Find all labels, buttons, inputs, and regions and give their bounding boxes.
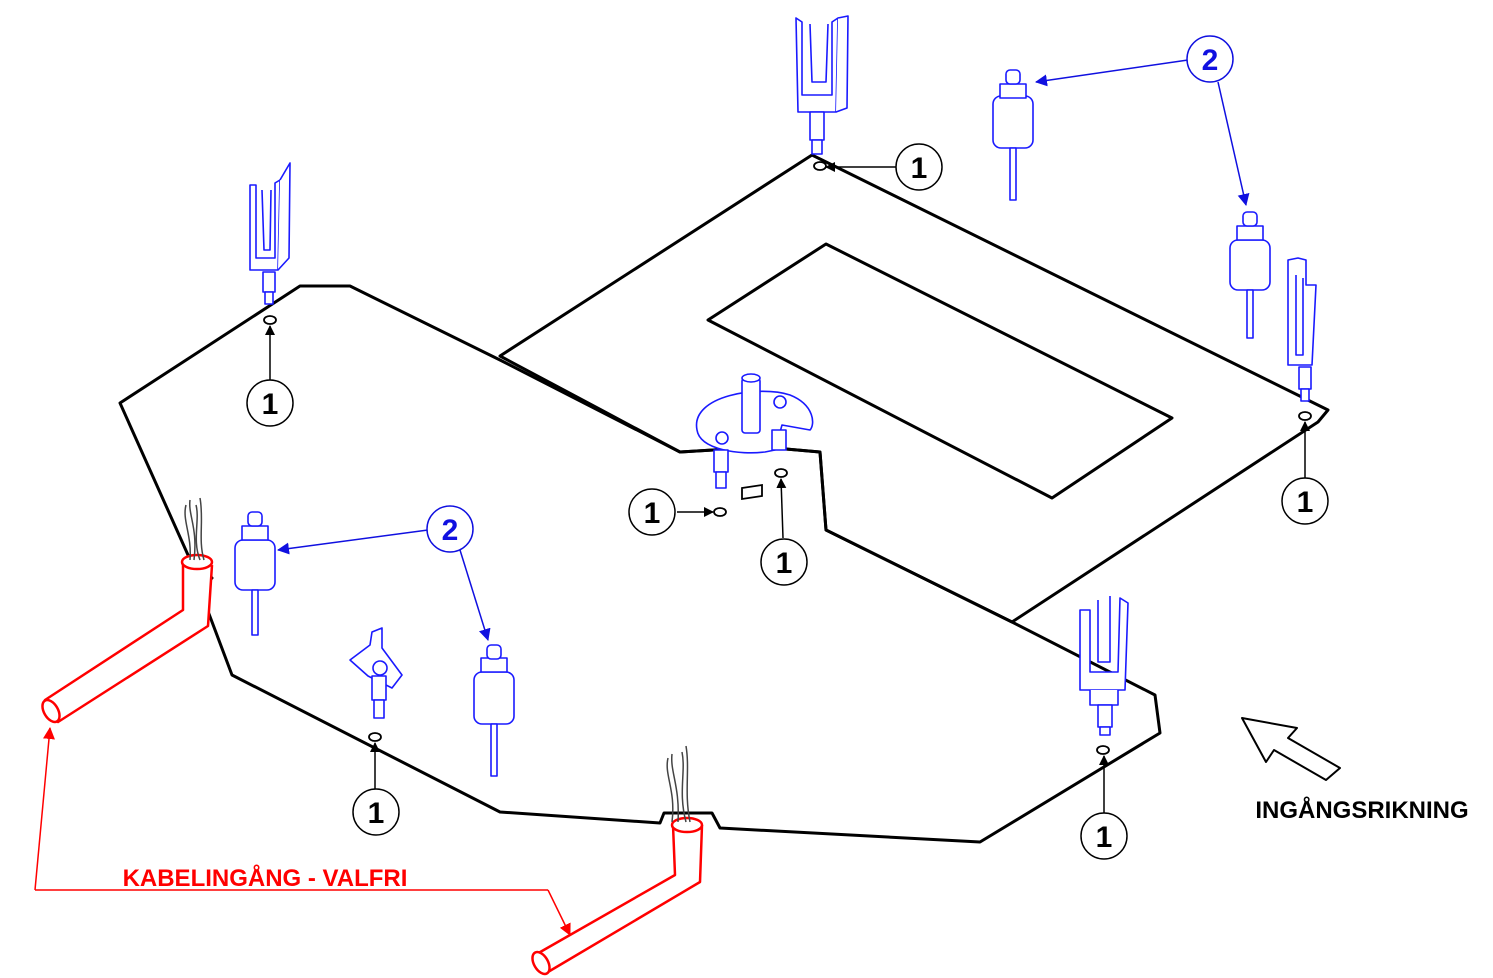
fork-bracket-top [795, 15, 849, 155]
svg-text:1: 1 [776, 547, 793, 580]
svg-text:1: 1 [644, 497, 661, 530]
fork-bracket-bottom-right [1079, 596, 1129, 736]
callout-1-top: 1 [895, 143, 943, 191]
rear-plate-outline [498, 153, 1330, 624]
callouts-2: 2 2 [426, 35, 1234, 553]
svg-text:1: 1 [1096, 821, 1113, 854]
cable-wires [184, 497, 691, 823]
fork-bracket-left [249, 162, 291, 305]
leaders-2 [277, 59, 1250, 641]
hole-center [774, 468, 788, 478]
hole-left [263, 315, 277, 325]
spacer-top-left [992, 69, 1034, 201]
callout-2-bottom: 2 [426, 505, 474, 553]
svg-text:1: 1 [368, 797, 385, 830]
hole-center-left [713, 507, 727, 517]
blue-parts [234, 15, 1317, 777]
spacer-bottom-center [473, 644, 515, 777]
svg-text:1: 1 [911, 152, 928, 185]
svg-text:1: 1 [262, 388, 279, 421]
callouts-1: 1 1 1 1 1 1 1 [246, 143, 1329, 860]
callout-1-front: 1 [352, 788, 400, 836]
spacer-bottom-left [234, 511, 276, 636]
hole-front-right [1096, 745, 1110, 755]
cable-bottom [531, 816, 704, 976]
callout-1-right: 1 [1281, 477, 1329, 525]
center-mount-disc [695, 373, 814, 489]
fork-bracket-right [1287, 257, 1317, 402]
svg-text:1: 1 [1297, 486, 1314, 519]
hole-top [813, 161, 827, 171]
callout-1-center: 1 [760, 538, 808, 586]
front-plate-outline [118, 284, 1162, 844]
mounting-holes [263, 161, 1312, 755]
entry-direction-label: INGÅNGSRIKNING [1255, 796, 1468, 824]
callout-2-top: 2 [1186, 35, 1234, 83]
svg-text:2: 2 [442, 514, 459, 547]
small-plate [741, 483, 763, 501]
cable-left [41, 553, 214, 724]
spacer-top-right [1229, 211, 1271, 339]
angle-bracket-front [349, 627, 403, 719]
cable-entries [41, 553, 704, 976]
leaders-cable [34, 727, 571, 936]
rear-plate-cutout [706, 242, 1174, 500]
direction-arrow-icon [1241, 717, 1341, 781]
callout-1-center-left: 1 [628, 488, 676, 536]
callout-1-front-right: 1 [1080, 812, 1128, 860]
callout-1-left: 1 [246, 379, 294, 427]
hole-right [1298, 411, 1312, 421]
svg-text:2: 2 [1202, 44, 1219, 77]
leaders-1 [265, 162, 1310, 814]
cable-entry-label: KABELINGÅNG - VALFRI [123, 864, 408, 892]
floor-plates [118, 153, 1330, 844]
hole-front [368, 732, 382, 742]
